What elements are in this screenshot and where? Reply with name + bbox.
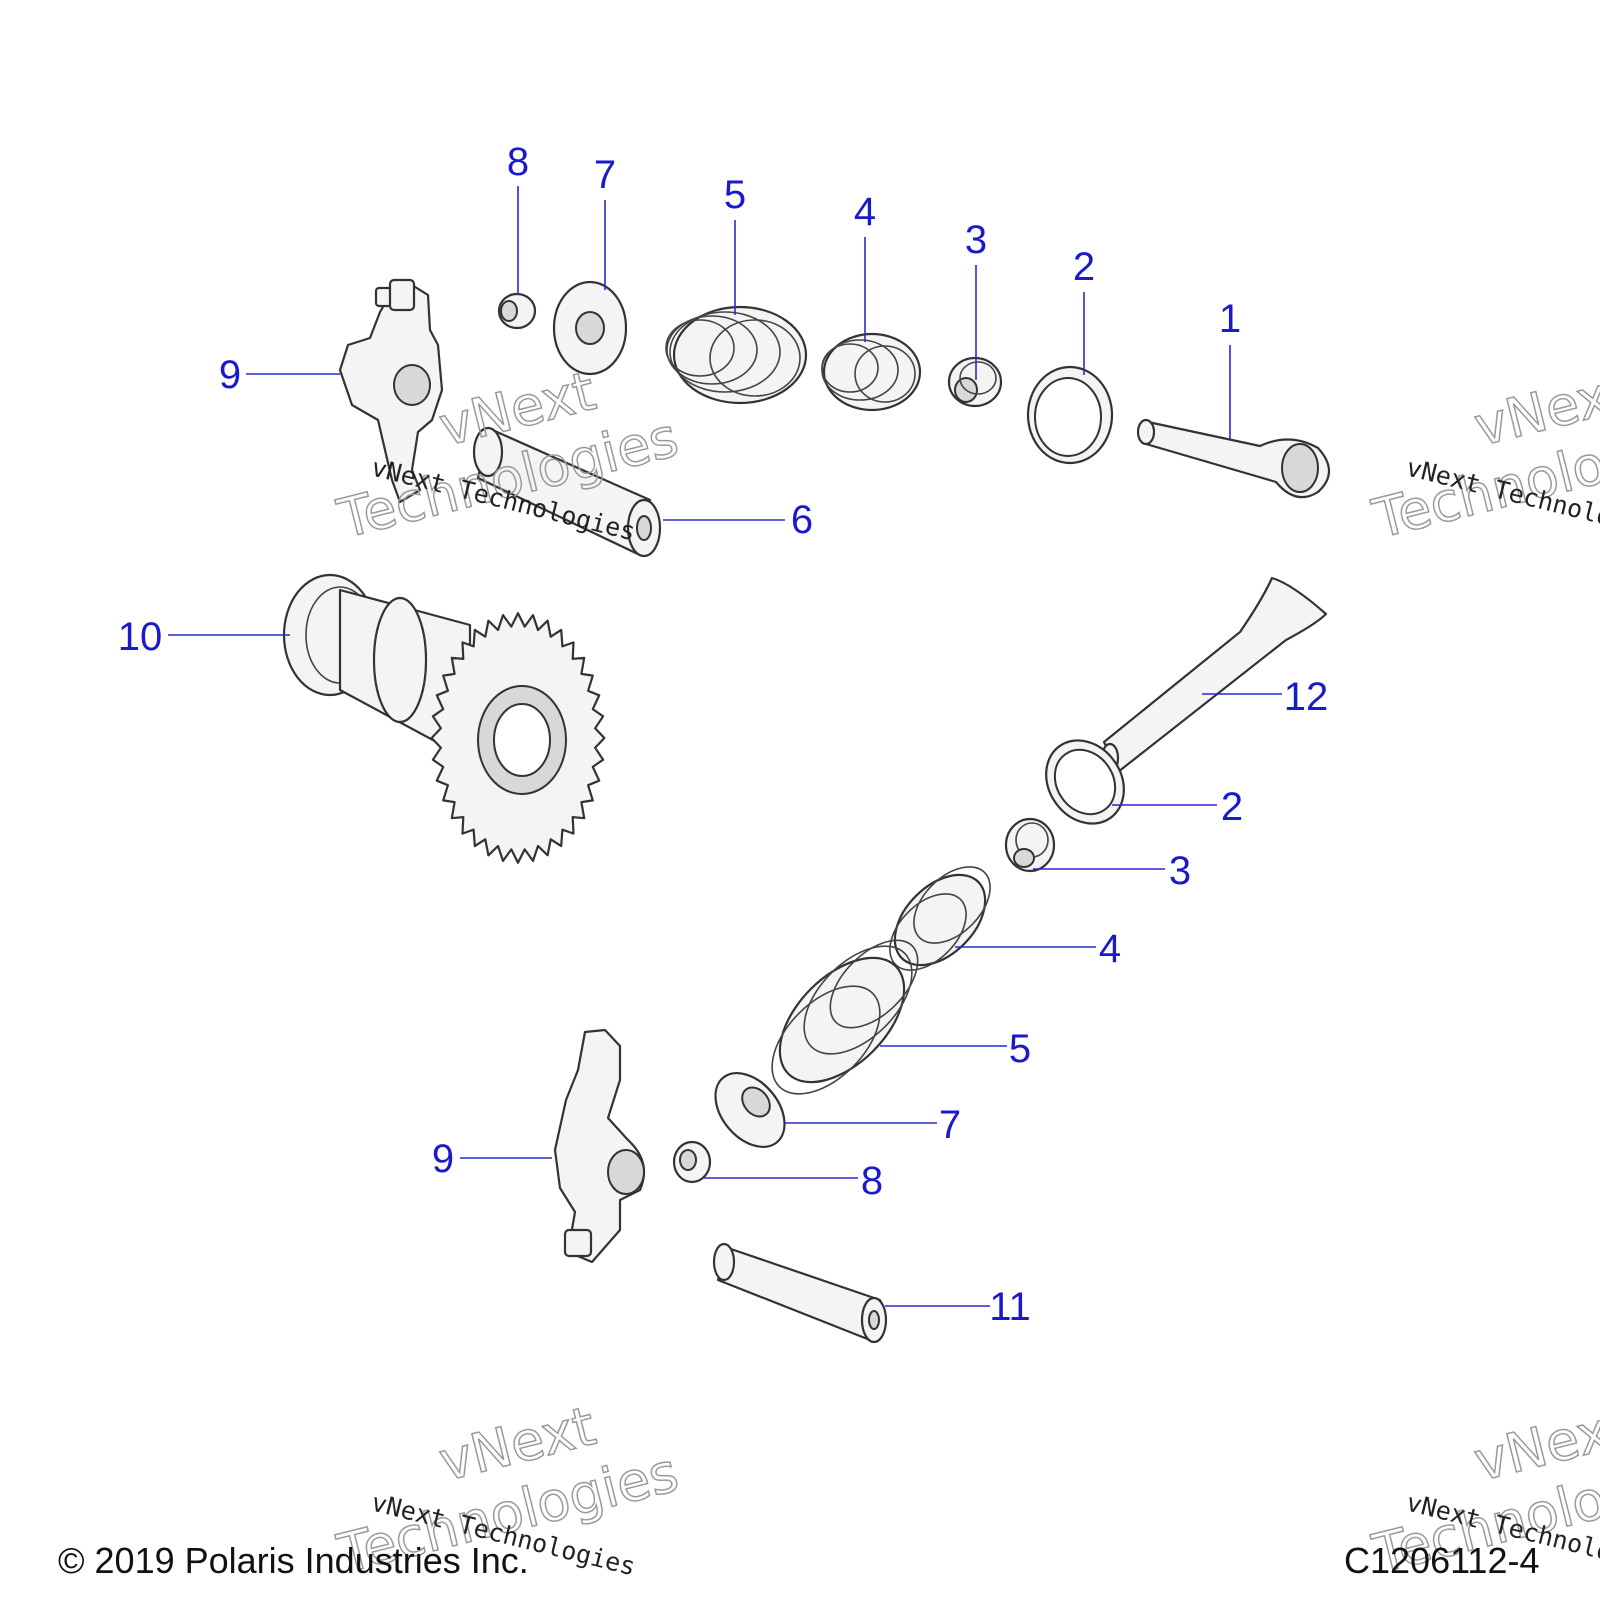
callout-number-c6: 6 <box>791 498 813 542</box>
valve-stem-seal-upper <box>947 356 1003 408</box>
copyright-notice: © 2019 Polaris Industries Inc. <box>58 1540 529 1581</box>
spring-seat-washer-lower <box>1045 739 1125 825</box>
valve-keeper-lower <box>672 1140 712 1184</box>
inner-valve-spring-upper <box>821 332 922 412</box>
spring-retainer-lower <box>714 1072 786 1148</box>
callout-number-c8a: 8 <box>507 140 529 184</box>
callout-number-c9a: 9 <box>219 353 241 397</box>
callout-number-c3b: 3 <box>1169 849 1191 893</box>
callout-number-c1: 1 <box>1219 297 1241 341</box>
valve-keeper-upper <box>497 292 537 330</box>
callout-number-c9b: 9 <box>432 1137 454 1181</box>
callout-number-c10: 10 <box>118 615 163 659</box>
valve-stem-seal-lower <box>1004 817 1056 873</box>
diagram-code: C1206112-4 <box>1344 1540 1540 1581</box>
callout-number-c3a: 3 <box>965 218 987 262</box>
rocker-arm-lower <box>553 1028 646 1264</box>
callout-leaders <box>168 186 1282 1307</box>
camshaft-with-sprocket <box>282 573 606 864</box>
rocker-arm-upper <box>338 278 444 504</box>
callout-number-c4a: 4 <box>854 190 876 234</box>
spring-retainer-upper <box>552 280 628 376</box>
callout-number-c5b: 5 <box>1009 1027 1031 1071</box>
callout-number-c7b: 7 <box>939 1103 961 1147</box>
callout-number-c2a: 2 <box>1073 245 1095 289</box>
callout-number-c2b: 2 <box>1221 785 1243 829</box>
callout-number-c5a: 5 <box>724 173 746 217</box>
rocker-shaft-upper <box>472 426 662 558</box>
outer-valve-spring-upper <box>665 305 808 405</box>
callout-number-c7a: 7 <box>594 153 616 197</box>
callout-number-c11: 11 <box>989 1285 1031 1329</box>
callout-number-c4b: 4 <box>1099 927 1121 971</box>
outer-valve-spring-lower <box>771 939 919 1095</box>
intake-valve <box>1136 418 1331 499</box>
inner-valve-spring-lower <box>889 866 991 971</box>
callout-number-c8b: 8 <box>861 1159 883 1203</box>
rocker-shaft-lower <box>712 1242 888 1344</box>
callout-number-c12: 12 <box>1284 675 1329 719</box>
spring-seat-washer-upper <box>1026 365 1114 465</box>
